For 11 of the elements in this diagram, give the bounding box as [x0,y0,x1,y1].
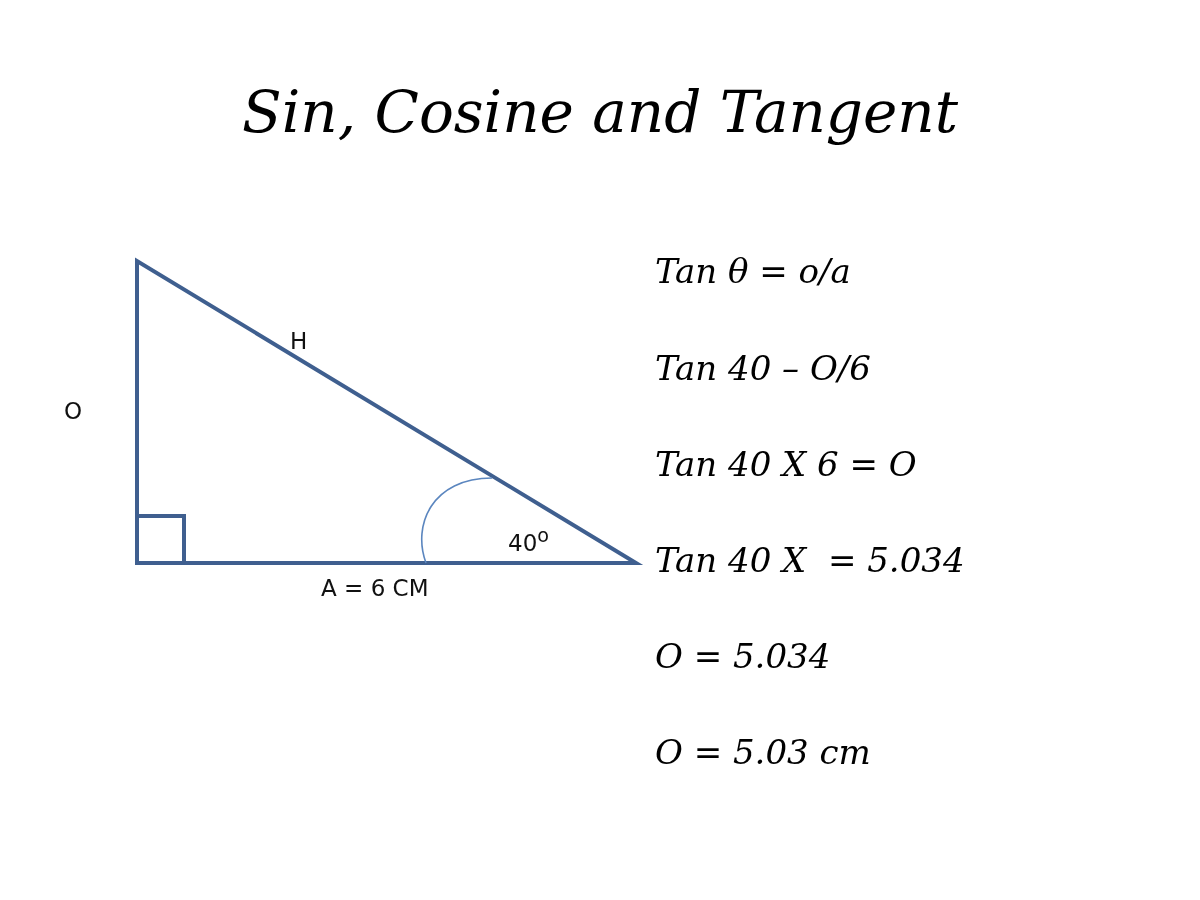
side-label: O [64,398,83,425]
title: Sin, Cosine and Tangent [241,78,959,146]
equation: O = 5.034 [655,637,831,677]
equation: O = 5.03 cm [655,733,871,773]
side-label: A = 6 CM [321,575,429,602]
equation: Tan 40 X = 5.034 [655,541,965,581]
equation: Tan θ = o/a [655,252,851,292]
equation: Tan 40 – O/6 [655,349,871,389]
angle-label: 40$^{o}$ [508,525,549,557]
equation: Tan 40 X 6 = O [655,445,917,485]
side-label: H [290,328,308,355]
